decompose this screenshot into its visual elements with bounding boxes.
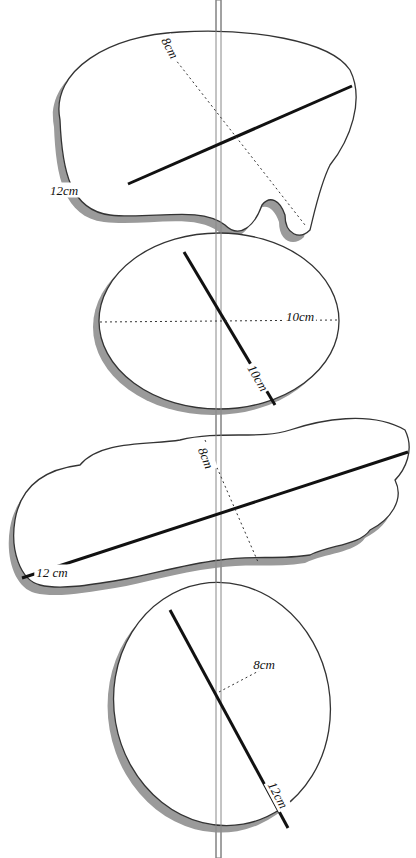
slice	[99, 233, 339, 409]
slice	[59, 31, 356, 235]
dimension-label: 10cm	[284, 309, 316, 324]
dimension-line	[184, 252, 275, 405]
dimension-label: 12cm	[48, 183, 80, 198]
dimension-line	[22, 452, 408, 578]
dimension-label: 12 cm	[34, 565, 69, 580]
dimension-line	[128, 86, 352, 184]
slice	[14, 418, 409, 587]
rod-edge	[216, 0, 217, 858]
rod-edge	[221, 0, 222, 858]
slice	[94, 565, 349, 843]
dimension-label: 8cm	[251, 657, 277, 672]
dimension-line	[168, 50, 305, 225]
